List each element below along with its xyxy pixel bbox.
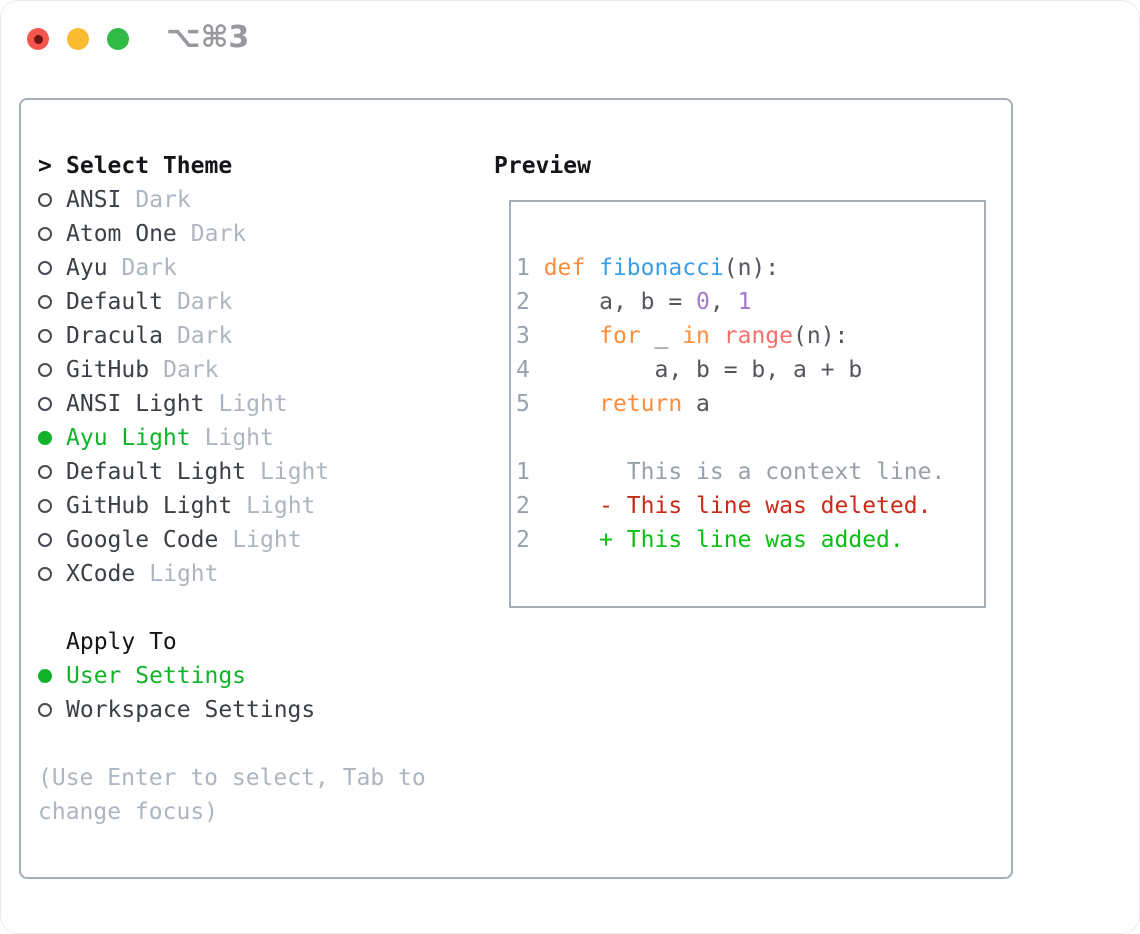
- preview-code-line: 4 a, b = b, a + b: [516, 353, 984, 387]
- code-token: [530, 323, 599, 349]
- code-token: 1: [516, 459, 530, 485]
- radio-icon: [38, 567, 52, 581]
- spacer: [38, 591, 478, 625]
- code-token: return: [599, 391, 683, 417]
- radio-icon: [38, 261, 52, 275]
- theme-option-ansi[interactable]: ANSI Dark: [38, 183, 478, 217]
- apply-to-list: User Settings Workspace Settings: [38, 659, 478, 727]
- theme-option-atom-one[interactable]: Atom One Dark: [38, 217, 478, 251]
- code-token: 1: [737, 289, 752, 315]
- preview-code-line: 1 def fibonacci(n):: [516, 251, 984, 285]
- preview-code-line: [516, 421, 984, 455]
- help-hint: (Use Enter to select, Tab to change focu…: [38, 765, 426, 825]
- radio-icon: [38, 669, 52, 683]
- code-token: range: [723, 323, 794, 349]
- code-token: + This line was added.: [529, 527, 904, 553]
- theme-option-github[interactable]: GitHub Dark: [38, 353, 478, 387]
- code-token: fibonacci: [599, 255, 724, 281]
- code-token: [530, 391, 599, 417]
- spacer: [38, 727, 478, 761]
- code-token: 3: [516, 323, 530, 349]
- radio-icon: [38, 465, 52, 479]
- radio-icon: [38, 499, 52, 513]
- select-theme-header: > Select Theme: [38, 149, 478, 183]
- code-token: def: [543, 255, 586, 281]
- code-token: - This line was deleted.: [529, 493, 932, 519]
- theme-option-default[interactable]: Default Dark: [38, 285, 478, 319]
- code-token: 2: [516, 289, 530, 315]
- code-token: (n):: [723, 255, 780, 281]
- code-token: [710, 323, 724, 349]
- code-token: _: [640, 323, 683, 349]
- window-shortcut-label: ⌥⌘3: [166, 20, 250, 55]
- main-panel: [19, 98, 1013, 879]
- preview-header: Preview: [494, 153, 591, 179]
- code-token: 4: [516, 357, 530, 383]
- theme-option-ayu[interactable]: Ayu Dark: [38, 251, 478, 285]
- minimize-button[interactable]: [67, 28, 89, 50]
- code-token: 2: [516, 493, 530, 519]
- apply-option-workspace-settings[interactable]: Workspace Settings: [38, 693, 478, 727]
- zoom-button[interactable]: [107, 28, 129, 50]
- theme-option-xcode[interactable]: XCode Light: [38, 557, 478, 591]
- close-indicator-dot: [33, 34, 43, 44]
- theme-option-google-code[interactable]: Google Code Light: [38, 523, 478, 557]
- close-button[interactable]: [27, 28, 49, 50]
- apply-option-user-settings[interactable]: User Settings: [38, 659, 478, 693]
- apply-to-header: Apply To: [38, 625, 478, 659]
- theme-list: ANSI Dark Atom One Dark Ayu Dark Default…: [38, 183, 478, 591]
- select-theme-title: Select Theme: [66, 153, 233, 179]
- titlebar: [27, 28, 129, 50]
- preview-code-line: 5 return a: [516, 387, 984, 421]
- theme-selector: > Select Theme ANSI Dark Atom One Dark A…: [38, 149, 478, 829]
- code-token: a: [682, 391, 710, 417]
- radio-icon: [38, 431, 52, 445]
- theme-option-default-light[interactable]: Default Light Light: [38, 455, 478, 489]
- radio-icon: [38, 227, 52, 241]
- theme-option-ansi-light[interactable]: ANSI Light Light: [38, 387, 478, 421]
- code-token: a, b = b, a + b: [529, 357, 863, 383]
- code-token: 2: [516, 527, 530, 553]
- preview-code-line: 2 - This line was deleted.: [516, 489, 984, 523]
- preview-code-line: 2 a, b = 0, 1: [516, 285, 984, 319]
- code-token: a, b =: [529, 289, 697, 315]
- theme-option-dracula[interactable]: Dracula Dark: [38, 319, 478, 353]
- code-token: [585, 255, 599, 281]
- code-token: in: [682, 323, 710, 349]
- radio-icon: [38, 193, 52, 207]
- radio-icon: [38, 397, 52, 411]
- code-token: 1: [516, 255, 544, 281]
- radio-icon: [38, 329, 52, 343]
- preview-code-line: 2 + This line was added.: [516, 523, 984, 557]
- code-token: 0: [696, 289, 710, 315]
- cursor-icon: >: [38, 153, 52, 179]
- code-token: This is a context line.: [529, 459, 946, 485]
- code-token: ,: [709, 289, 738, 315]
- radio-icon: [38, 363, 52, 377]
- code-token: 5: [516, 391, 530, 417]
- preview-code-line: 1 This is a context line.: [516, 455, 984, 489]
- code-token: (n):: [793, 323, 849, 349]
- code-token: for: [599, 323, 641, 349]
- radio-icon: [38, 533, 52, 547]
- radio-icon: [38, 295, 52, 309]
- radio-icon: [38, 703, 52, 717]
- theme-option-github-light[interactable]: GitHub Light Light: [38, 489, 478, 523]
- preview-code-line: 3 for _ in range(n):: [516, 319, 984, 353]
- theme-option-ayu-light[interactable]: Ayu Light Light: [38, 421, 478, 455]
- apply-to-title: Apply To: [66, 629, 177, 655]
